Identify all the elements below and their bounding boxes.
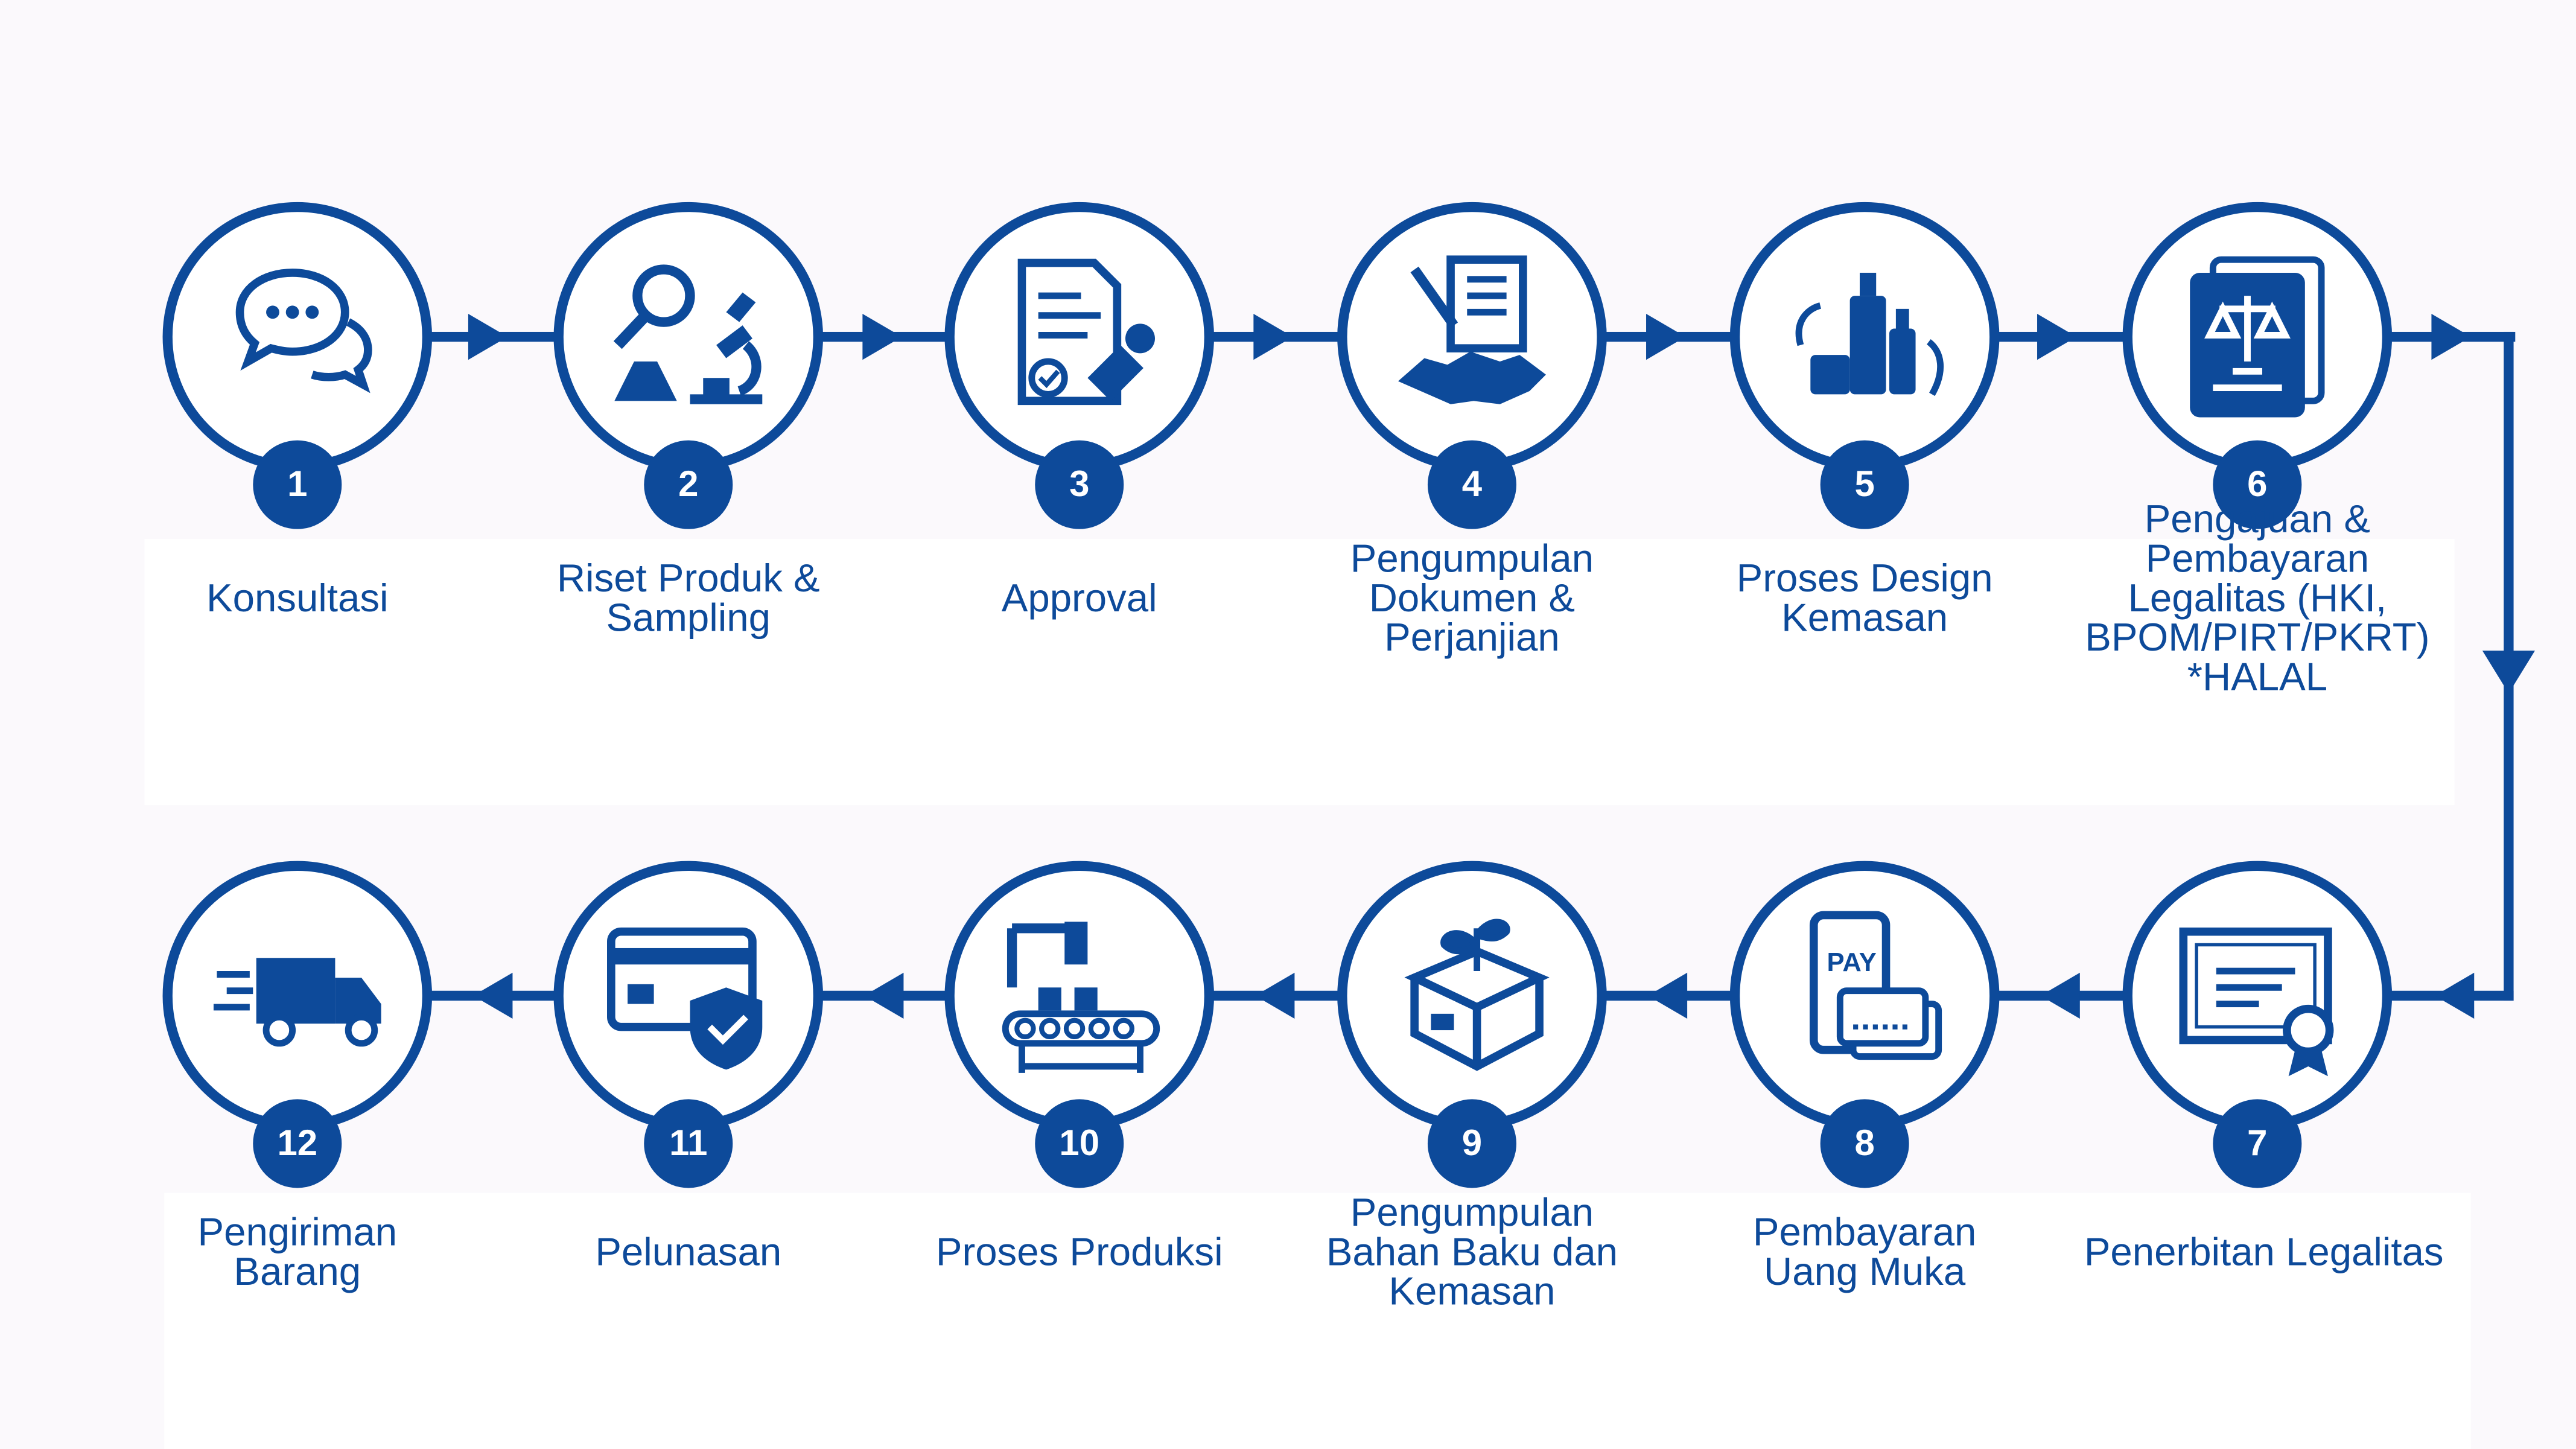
step-9-circle bbox=[1337, 861, 1607, 1131]
step-7-circle bbox=[2122, 861, 2393, 1131]
arrow-right-icon bbox=[468, 314, 508, 360]
step-7-number-badge: 7 bbox=[2213, 1099, 2302, 1188]
step-3-number-badge: 3 bbox=[1035, 440, 1124, 529]
step-2-label: Riset Produk & Sampling bbox=[556, 556, 820, 641]
step-10-label: Proses Produksi bbox=[935, 1231, 1223, 1275]
arrow-right-icon bbox=[2037, 314, 2077, 360]
box-plant-icon bbox=[1404, 919, 1550, 1071]
step-11-label: Pelunasan bbox=[595, 1231, 782, 1275]
arrow-left-icon bbox=[1255, 972, 1295, 1019]
step-12-circle bbox=[162, 861, 433, 1131]
step-8-label: Pembayaran Uang Muka bbox=[1752, 1211, 1977, 1295]
cosmetic-packaging-icon bbox=[1795, 272, 1944, 396]
step-5-circle bbox=[1729, 202, 2000, 472]
arrow-left-icon bbox=[473, 972, 513, 1019]
step-6-label: Pengajuan & Pembayaran Legalitas (HKI, B… bbox=[2085, 497, 2430, 700]
step-7-label: Penerbitan Legalitas bbox=[2084, 1231, 2444, 1275]
certificate-icon bbox=[2179, 927, 2334, 1077]
step-1-number-badge: 1 bbox=[253, 440, 342, 529]
step-12-number-badge: 12 bbox=[253, 1099, 342, 1188]
arrow-right-icon bbox=[1253, 314, 1293, 360]
step-2-number-badge: 2 bbox=[644, 440, 733, 529]
step-9-label: Pengumpulan Bahan Baku dan Kemasan bbox=[1326, 1191, 1618, 1315]
chat-bubbles-icon bbox=[235, 269, 372, 393]
arrow-right-icon bbox=[1646, 314, 1686, 360]
step-4-circle bbox=[1337, 202, 1607, 472]
step-5-label: Proses Design Kemasan bbox=[1736, 556, 1993, 641]
step-3-label: Approval bbox=[1001, 576, 1157, 622]
step-8-circle: PAY bbox=[1729, 861, 2000, 1131]
contract-handshake-icon bbox=[1398, 255, 1546, 404]
step-6-number-badge: 6 bbox=[2213, 440, 2302, 529]
step-5-number-badge: 5 bbox=[1820, 440, 1909, 529]
arrow-left-icon bbox=[864, 972, 904, 1019]
arrow-left-icon bbox=[2434, 972, 2475, 1019]
arrow-left-icon bbox=[2040, 972, 2080, 1019]
arrow-right-icon bbox=[2431, 314, 2471, 360]
step-10-number-badge: 10 bbox=[1035, 1099, 1124, 1188]
step-1-circle bbox=[162, 202, 433, 472]
top-label-panel bbox=[144, 539, 2455, 806]
legal-documents-icon bbox=[2190, 256, 2325, 418]
step-11-circle bbox=[553, 861, 824, 1131]
card-shield-icon bbox=[607, 927, 763, 1070]
step-8-number-badge: 8 bbox=[1820, 1099, 1909, 1188]
delivery-truck-icon bbox=[213, 958, 381, 1047]
step-4-number-badge: 4 bbox=[1427, 440, 1516, 529]
svg-text:PAY: PAY bbox=[1827, 948, 1877, 977]
step-6-circle bbox=[2122, 202, 2393, 472]
bottom-label-panel bbox=[164, 1193, 2471, 1449]
arrow-left-icon bbox=[1647, 972, 1688, 1019]
step-1-label: Konsultasi bbox=[206, 576, 389, 622]
mobile-pay-card-icon: PAY bbox=[1809, 911, 1942, 1060]
step-9-number-badge: 9 bbox=[1427, 1099, 1516, 1188]
conveyor-production-icon bbox=[1002, 922, 1160, 1073]
step-4-label: Pengumpulan Dokumen & Perjanjian bbox=[1350, 537, 1594, 661]
step-2-circle bbox=[553, 202, 824, 472]
step-12-label: Pengiriman Barang bbox=[197, 1211, 398, 1295]
step-3-circle bbox=[944, 202, 1215, 472]
approved-document-stamp-icon bbox=[1017, 258, 1155, 406]
arrow-right-icon bbox=[862, 314, 902, 360]
step-10-circle bbox=[944, 861, 1215, 1131]
lab-research-icon bbox=[613, 264, 763, 404]
arrow-down-icon bbox=[2482, 651, 2535, 693]
step-11-number-badge: 11 bbox=[644, 1099, 733, 1188]
